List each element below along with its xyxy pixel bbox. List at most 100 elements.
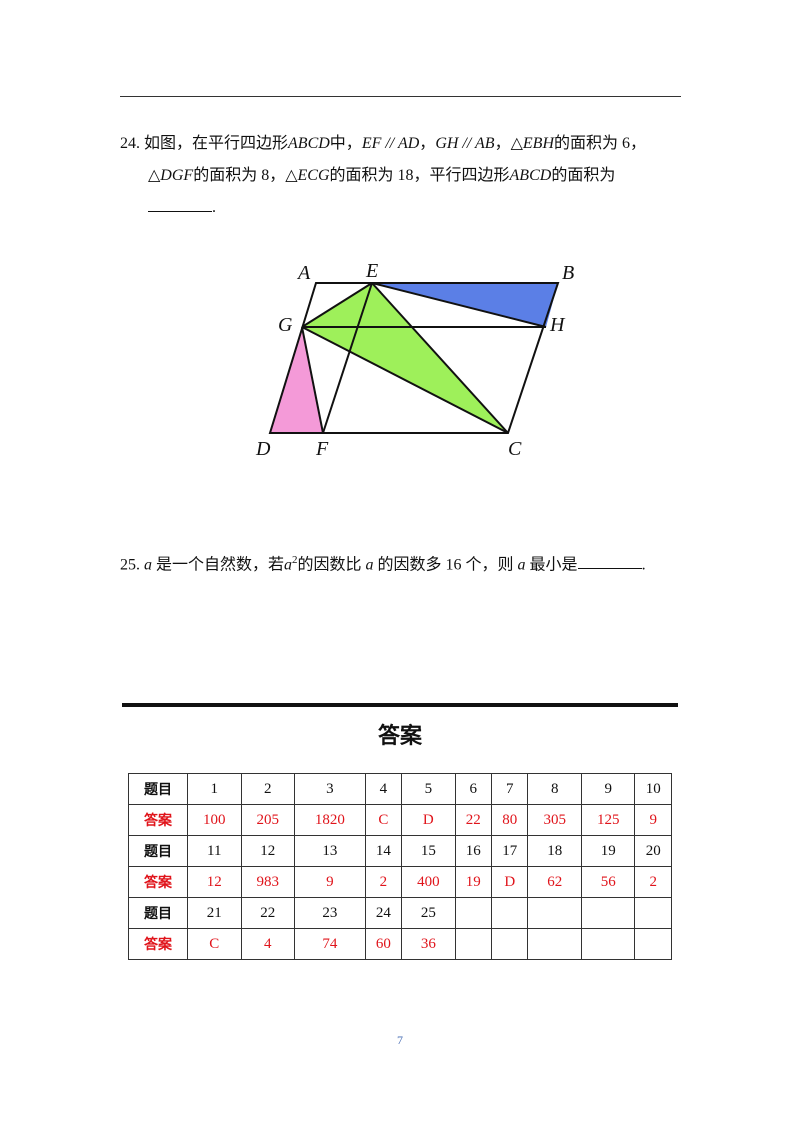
header-rule [120,96,681,97]
question-number-cell: 16 [454,835,493,867]
answer-cell: 19 [454,866,493,898]
answer-cell: 9 [634,804,672,836]
answer-cell: 2 [634,866,672,898]
answer-cell [454,928,493,960]
answer-cell: 205 [240,804,296,836]
label-d: D [255,438,271,460]
question-number-cell [491,897,529,929]
answer-section-rule [122,703,678,707]
label-g: G [278,314,293,336]
answer-cell: 4 [240,928,296,960]
question-25: 25. a 是一个自然数，若a2的因数比 a 的因数多 16 个，则 a 最小是… [120,554,646,574]
answer-cell: 983 [240,866,296,898]
answer-cell: D [401,804,456,836]
answer-cell [491,928,529,960]
geometry-diagram: A E B G H D F C [255,260,574,460]
answer-cell: C [187,928,242,960]
question-number-cell: 20 [634,835,672,867]
question-number-cell: 9 [580,773,636,805]
answer-cell: 125 [580,804,636,836]
parallelogram-figure: A E B G H D F C [250,255,590,465]
segment-ef [322,282,373,434]
segment-gf [301,326,324,434]
question-24: 24. 如图，在平行四边形ABCD中，EF // AD，GH // AB，△EB… [120,135,647,216]
question-number-cell: 24 [364,897,403,929]
answer-cell: 36 [401,928,456,960]
answer-cell [527,928,582,960]
question-number-cell: 22 [240,897,296,929]
question-number-cell [580,897,636,929]
question-number-cell [454,897,493,929]
segment-ec [371,282,509,434]
answer-cell: 400 [401,866,456,898]
question-number-cell: 11 [187,835,242,867]
question-number-cell [634,897,672,929]
answer-cell: D [491,866,529,898]
answer-cell: 2 [364,866,403,898]
segment-eg [301,282,373,328]
label-h: H [549,314,566,336]
answer-cell: 56 [580,866,636,898]
question-number-cell: 14 [364,835,403,867]
question-number-cell: 18 [527,835,582,867]
label-c: C [508,438,522,460]
answer-cell: 60 [364,928,403,960]
question-number-cell: 4 [364,773,403,805]
question-number-cell: 25 [401,897,456,929]
answer-blank [577,554,642,570]
question-number-cell: 15 [401,835,456,867]
question-number-cell: 3 [294,773,366,805]
question-number-cell: 7 [491,773,529,805]
question-number: 25. [120,556,140,574]
question-number-cell: 21 [187,897,242,929]
answer-cell [634,928,672,960]
question-number-cell: 12 [240,835,296,867]
question-number-cell: 2 [240,773,296,805]
row-label: 答案 [128,928,188,960]
triangle-dgf [270,327,323,433]
label-e: E [365,260,378,282]
question-number: 24. [120,135,140,152]
answer-cell: 62 [527,866,582,898]
answer-cell: 22 [454,804,493,836]
question-number-cell: 19 [580,835,636,867]
answer-cell: 80 [491,804,529,836]
question-number-cell: 17 [491,835,529,867]
question-number-cell: 10 [634,773,672,805]
label-f: F [315,438,329,460]
row-label: 题目 [128,897,188,929]
answer-cell: 1820 [294,804,366,836]
question-number-cell: 8 [527,773,582,805]
row-label: 答案 [128,866,188,898]
answer-cell: 100 [187,804,242,836]
question-number-cell: 6 [454,773,493,805]
question-number-cell [527,897,582,929]
label-a: A [296,262,311,284]
segment-eh [371,282,547,328]
label-b: B [562,262,574,284]
question-number-cell: 5 [401,773,456,805]
answer-cell: C [364,804,403,836]
row-label: 答案 [128,804,188,836]
question-number-cell: 1 [187,773,242,805]
row-label: 题目 [128,835,188,867]
question-number-cell: 23 [294,897,366,929]
answer-blank [148,197,212,212]
answer-title: 答案 [377,724,422,749]
answer-cell: 74 [294,928,366,960]
answer-cell [580,928,636,960]
page-number: 7 [397,1033,403,1047]
answer-cell: 305 [527,804,582,836]
answer-cell: 12 [187,866,242,898]
question-number-cell: 13 [294,835,366,867]
answer-cell: 9 [294,866,366,898]
triangle-ecg [302,283,508,433]
segment-gc [301,326,509,434]
